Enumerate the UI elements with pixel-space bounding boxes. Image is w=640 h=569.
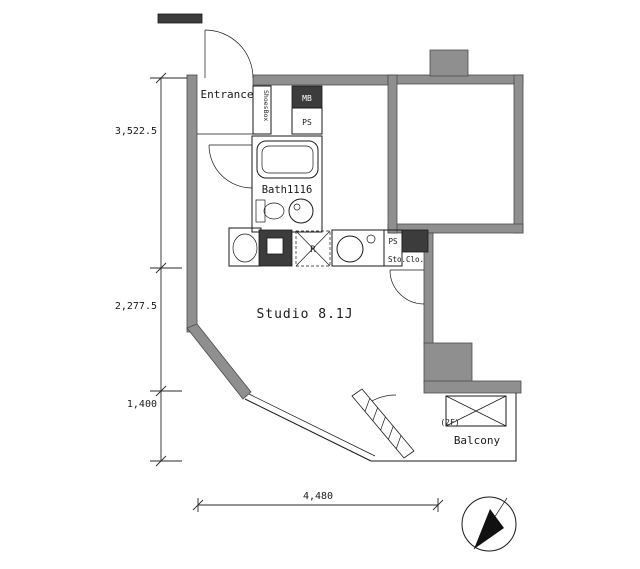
adjacent-left-wall (387, 74, 398, 234)
meter-box-label: MB (302, 94, 312, 103)
balcony-outline (371, 393, 517, 462)
divider-hatch (380, 416, 386, 431)
bathroom: Bath1116 (251, 135, 323, 233)
compass-circle (461, 496, 517, 552)
pipe-space-kitchen-label: PS (388, 237, 398, 246)
washing-machine-space (445, 395, 507, 427)
dimension-tick (155, 72, 167, 84)
dimension-bottom: 4,480 (192, 491, 444, 512)
divider-hatch (372, 407, 378, 421)
refrigerator-space (295, 230, 331, 267)
wash-basin (288, 198, 314, 224)
storage-closet-box (401, 229, 429, 253)
balcony-top-wall (423, 380, 522, 394)
kitchen: R PS Sto.Clo. (228, 227, 429, 267)
dimension-tick (155, 455, 167, 467)
pipe-space-entrance-label: PS (302, 118, 312, 127)
entrance-label: Entrance (201, 88, 254, 101)
bath-label: Bath1116 (262, 184, 313, 196)
exterior-wall-stub (157, 13, 203, 24)
wash-basin-drain (293, 203, 301, 211)
kitchen-sink-counter (331, 229, 385, 267)
studio-room: Studio 8.1J (256, 307, 353, 322)
bath-door-swing (208, 144, 253, 189)
balcony-area: (2F) Balcony (244, 388, 517, 462)
bathtub (256, 140, 319, 179)
left-wall (186, 74, 198, 333)
diagonal-window-inner (248, 393, 376, 457)
top-wall (252, 74, 393, 86)
diagonal-wall (186, 323, 252, 400)
storage-closet-label: Sto.Clo. (388, 255, 424, 264)
entrance-door-swing (204, 29, 254, 79)
divider-hatch (395, 435, 402, 449)
washer-pan-drain (232, 233, 258, 263)
compass-needle (474, 509, 504, 549)
bathtub-inner (261, 145, 314, 174)
diagonal-window-outer (244, 398, 372, 462)
balcony-column (423, 342, 473, 384)
dimension-tick (432, 499, 444, 511)
studio-label: Studio 8.1J (256, 307, 353, 322)
north-arrow-icon (461, 496, 517, 552)
divider-hatch (388, 426, 394, 440)
washing-machine-x2 (445, 395, 507, 427)
dimension-tick (155, 262, 167, 274)
adjacent-right-wall (513, 74, 524, 234)
walls (157, 13, 524, 400)
dimension-left-middle-label: 2,277.5 (115, 301, 157, 312)
entrance-area: Entrance ShoesBox MB PS (197, 85, 323, 135)
kitchen-faucet (366, 234, 376, 244)
dimension-bottom-label: 4,480 (303, 491, 333, 502)
adjacent-notch-wall (429, 49, 469, 77)
floor-note-label: (2F) (440, 418, 459, 427)
dimension-tick (192, 499, 204, 511)
toilet-tank (255, 199, 266, 223)
dimension-left-top-label: 3,522.5 (115, 126, 157, 137)
dimension-left: 3,522.5 2,277.5 1,400 (115, 72, 187, 467)
dimension-tick (155, 385, 167, 397)
stove-burner (266, 237, 284, 255)
refrigerator-label: R (310, 245, 316, 255)
dimension-left-bottom-label: 1,400 (127, 399, 157, 410)
shoes-box (252, 85, 272, 135)
refrigerator-diagonal-2 (295, 230, 331, 267)
closet-door-swing (389, 269, 425, 305)
balcony-label: Balcony (454, 434, 501, 447)
divider-hatch (364, 398, 371, 412)
shoes-box-label: ShoesBox (262, 90, 270, 121)
kitchen-sink (336, 235, 364, 263)
toilet-bowl (263, 202, 285, 220)
pipe-space-entrance (291, 107, 323, 135)
